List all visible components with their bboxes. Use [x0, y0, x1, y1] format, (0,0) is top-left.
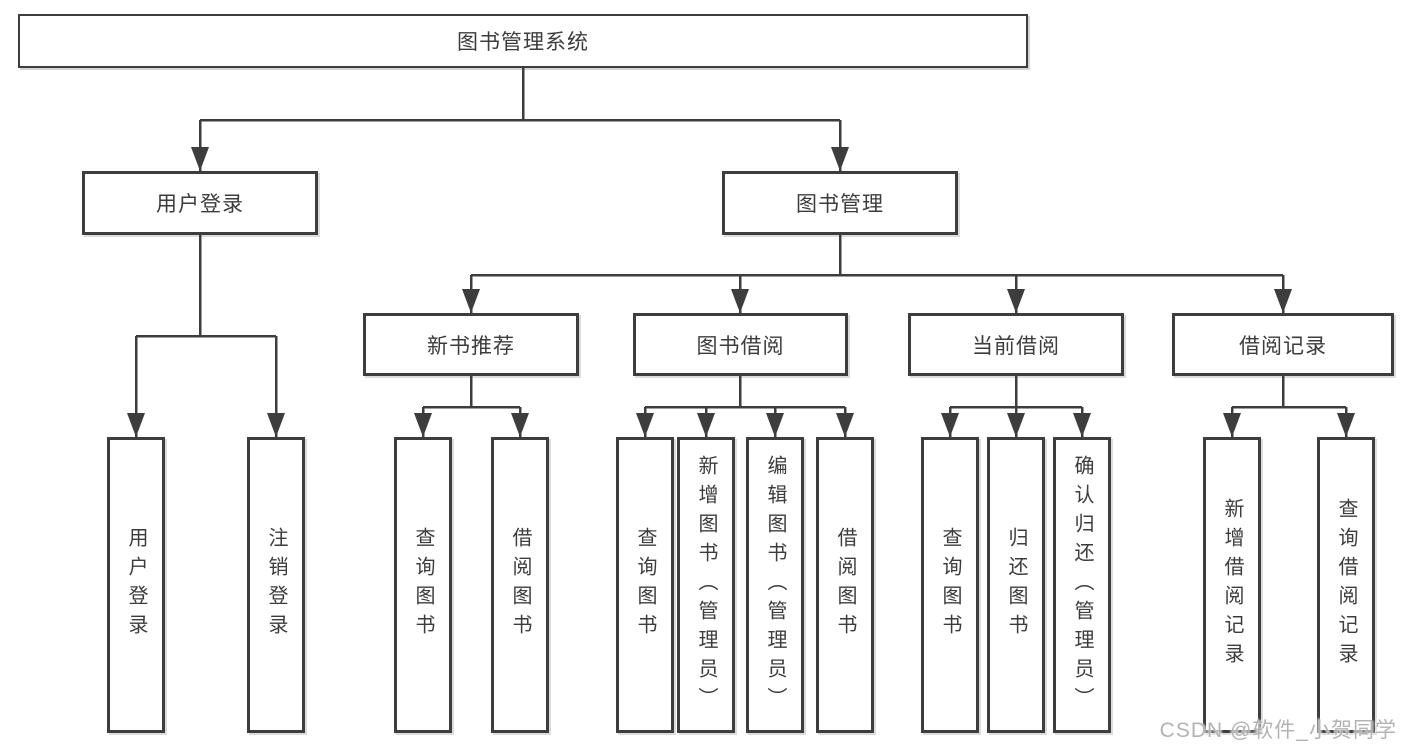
leaf-query-borrow-record: 查询借阅记录 — [1317, 437, 1375, 733]
node-book-borrowing: 图书借阅 — [633, 313, 848, 376]
leaf-label: 新增图书（管理员） — [695, 454, 717, 716]
node-label: 图书借阅 — [696, 334, 785, 358]
node-label: 当前借阅 — [972, 334, 1060, 358]
leaf-label: 查询图书 — [412, 527, 434, 643]
leaf-label: 借阅图书 — [509, 527, 531, 643]
leaf-logout-login: 注销登录 — [247, 437, 305, 733]
node-borrowing-records: 借阅记录 — [1172, 313, 1394, 376]
leaf-query-books-current: 查询图书 — [921, 437, 979, 733]
leaf-label: 新增借阅记录 — [1221, 498, 1243, 672]
leaf-confirm-return-admin: 确认归还（管理员） — [1053, 437, 1111, 733]
node-library-management-system: 图书管理系统 — [18, 14, 1028, 68]
leaf-label: 查询图书 — [634, 527, 656, 643]
leaf-query-books-recommend: 查询图书 — [394, 437, 452, 733]
node-current-borrowing: 当前借阅 — [908, 313, 1124, 376]
leaf-query-books-borrowing: 查询图书 — [616, 437, 674, 733]
leaf-label: 注销登录 — [265, 527, 287, 643]
leaf-user-login: 用户登录 — [107, 437, 165, 733]
leaf-label: 查询图书 — [939, 527, 961, 643]
leaf-add-books-admin: 新增图书（管理员） — [677, 437, 735, 733]
node-user-login: 用户登录 — [82, 171, 318, 235]
node-label: 图书管理 — [796, 193, 884, 216]
leaf-edit-books-admin: 编辑图书（管理员） — [746, 437, 804, 733]
node-label: 图书管理系统 — [457, 31, 589, 54]
leaf-borrow-books-borrowing: 借阅图书 — [816, 437, 874, 733]
connector-path — [134, 68, 1348, 437]
leaf-label: 编辑图书（管理员） — [764, 454, 786, 716]
node-new-book-recommendation: 新书推荐 — [363, 313, 579, 376]
leaf-label: 归还图书 — [1005, 527, 1027, 643]
node-label: 借阅记录 — [1239, 334, 1327, 358]
leaf-label: 借阅图书 — [834, 527, 856, 643]
leaf-label: 确认归还（管理员） — [1071, 454, 1093, 716]
node-book-management: 图书管理 — [722, 171, 958, 235]
arrowheads — [127, 147, 1355, 437]
leaf-label: 查询借阅记录 — [1335, 498, 1357, 672]
node-label: 用户登录 — [156, 193, 244, 216]
leaf-add-borrow-record: 新增借阅记录 — [1203, 437, 1261, 733]
leaf-borrow-books-recommend: 借阅图书 — [491, 437, 549, 733]
leaf-return-books: 归还图书 — [987, 437, 1045, 733]
node-label: 新书推荐 — [427, 334, 515, 358]
leaf-label: 用户登录 — [125, 527, 147, 643]
